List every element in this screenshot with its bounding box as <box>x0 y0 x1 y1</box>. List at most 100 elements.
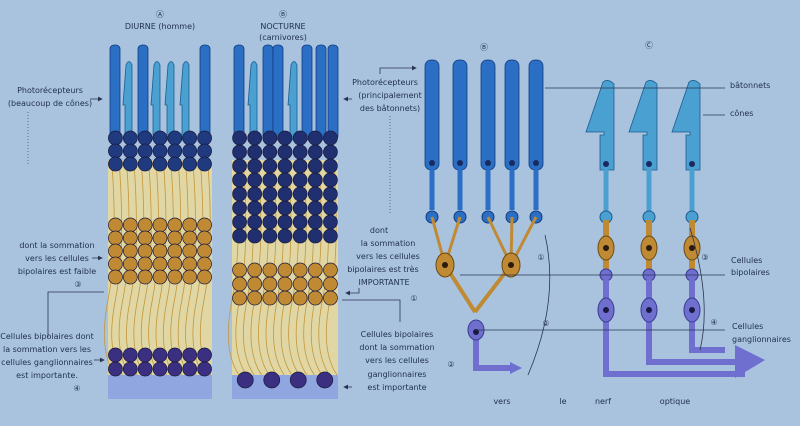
cone-nucleus <box>646 161 652 167</box>
bipolar-cell <box>232 290 247 306</box>
bipolar-cell <box>167 230 183 246</box>
photoreceptor-nucleus <box>307 186 323 202</box>
label-ganglion-cells: Cellules <box>732 322 763 331</box>
photoreceptor-nucleus <box>167 156 183 172</box>
photoreceptor-nucleus <box>247 144 263 160</box>
rod-cell <box>262 44 274 141</box>
photoreceptor-nucleus <box>232 172 247 188</box>
label-ganglion-cells-2: ganglionnaires <box>732 335 791 344</box>
label-photoreceptors-b: Photorécepteurs <box>352 77 418 87</box>
bipolar-cell <box>122 230 138 246</box>
schema-number-4: ④ <box>710 318 717 327</box>
label-summation-weak: dont la sommation <box>19 241 94 250</box>
bipolar-cell <box>137 243 153 259</box>
bipolar-cell <box>307 262 323 278</box>
rod-cell <box>233 44 245 141</box>
photoreceptor-nucleus <box>197 143 212 159</box>
photoreceptor-nucleus <box>307 130 323 146</box>
arrow-to-optic-nerve <box>510 362 522 374</box>
rod-cell <box>315 44 327 141</box>
bipolar-cell <box>323 276 338 292</box>
panel-b-title: NOCTURNE <box>260 22 305 31</box>
photoreceptor-nucleus <box>277 144 293 160</box>
cone-cell <box>150 61 161 141</box>
photoreceptor-nucleus <box>277 130 293 146</box>
ganglion-nucleus <box>603 307 609 313</box>
photoreceptor-nucleus <box>277 200 293 216</box>
bipolar-cell <box>122 256 138 272</box>
leader-line <box>342 299 401 322</box>
ganglion-nucleus <box>473 329 479 335</box>
label-photoreceptors-b-2: (principalement <box>358 91 421 100</box>
cone-cell <box>628 80 658 171</box>
photoreceptor-nucleus <box>292 186 308 202</box>
cone-cell <box>164 61 175 141</box>
bipolar-cell <box>197 269 212 285</box>
rod-nucleus <box>429 160 435 166</box>
photoreceptor-nucleus <box>152 156 168 172</box>
rod-axon <box>429 165 435 210</box>
panel-b-marker: Ⓑ <box>279 10 287 19</box>
ganglion-cell <box>152 361 168 377</box>
bipolar-cell <box>122 243 138 259</box>
photoreceptor-nucleus <box>152 130 168 146</box>
photoreceptor-nucleus <box>323 186 338 202</box>
rod-axon <box>509 165 515 210</box>
photoreceptor-nucleus <box>307 172 323 188</box>
bipolar-cell <box>108 243 123 259</box>
bipolar-cell <box>152 217 168 233</box>
photoreceptor-nucleus <box>277 214 293 230</box>
photoreceptor-nucleus <box>232 186 247 202</box>
ganglion-cell <box>137 361 153 377</box>
rod-nucleus <box>485 160 491 166</box>
bipolar-cell <box>167 269 183 285</box>
photoreceptor-nucleus <box>108 156 123 172</box>
ganglion-cell <box>108 361 123 377</box>
ganglion-nucleus <box>689 307 695 313</box>
bipolar-cell <box>277 262 293 278</box>
photoreceptor-nucleus <box>247 130 263 146</box>
photoreceptor-nucleus <box>262 144 278 160</box>
photoreceptor-nucleus <box>292 158 308 174</box>
bipolar-cell <box>292 290 308 306</box>
label-summation-important-4: bipolaires est très <box>347 264 418 274</box>
bipolar-cell <box>152 230 168 246</box>
rod-nucleus <box>457 160 463 166</box>
bipolar-nucleus <box>603 245 609 251</box>
panel-b-subtitle: (carnivores) <box>259 33 307 42</box>
rod-axon <box>533 165 539 210</box>
ganglion-cell <box>167 347 183 363</box>
bipolar-cell <box>137 269 153 285</box>
ganglion-cell <box>316 371 334 389</box>
bipolar-cell <box>232 262 247 278</box>
photoreceptor-nucleus <box>122 156 138 172</box>
cone-cell <box>287 61 298 141</box>
bipolar-nucleus <box>646 245 652 251</box>
rod-cell <box>480 59 496 171</box>
bipolar-cell <box>232 276 247 292</box>
photoreceptor-nucleus <box>262 186 278 202</box>
bottom-word-nerf: nerf <box>595 397 611 406</box>
bipolar-cell <box>182 243 198 259</box>
label-rods: bâtonnets <box>730 81 770 90</box>
bipolar-cell <box>137 217 153 233</box>
photoreceptor-nucleus <box>122 130 138 146</box>
bipolar-cell <box>167 243 183 259</box>
photoreceptor-nucleus <box>307 200 323 216</box>
bipolar-nucleus <box>689 245 695 251</box>
leader-line <box>527 234 551 376</box>
bipolar-cell <box>197 256 212 272</box>
number-2-middle: ② <box>447 360 454 369</box>
bipolar-cell <box>247 276 263 292</box>
photoreceptor-nucleus <box>323 228 338 244</box>
photoreceptor-nucleus <box>182 130 198 146</box>
label-cones: cônes <box>730 108 753 118</box>
bipolar-cell <box>307 290 323 306</box>
cone-axon <box>603 168 609 213</box>
label-bipolar-b-4: ganglionnaires <box>368 370 427 379</box>
ganglion-cell <box>236 371 254 389</box>
leader-arrow <box>345 288 360 296</box>
photoreceptor-nucleus <box>232 130 247 146</box>
leader-arrow <box>379 65 417 74</box>
